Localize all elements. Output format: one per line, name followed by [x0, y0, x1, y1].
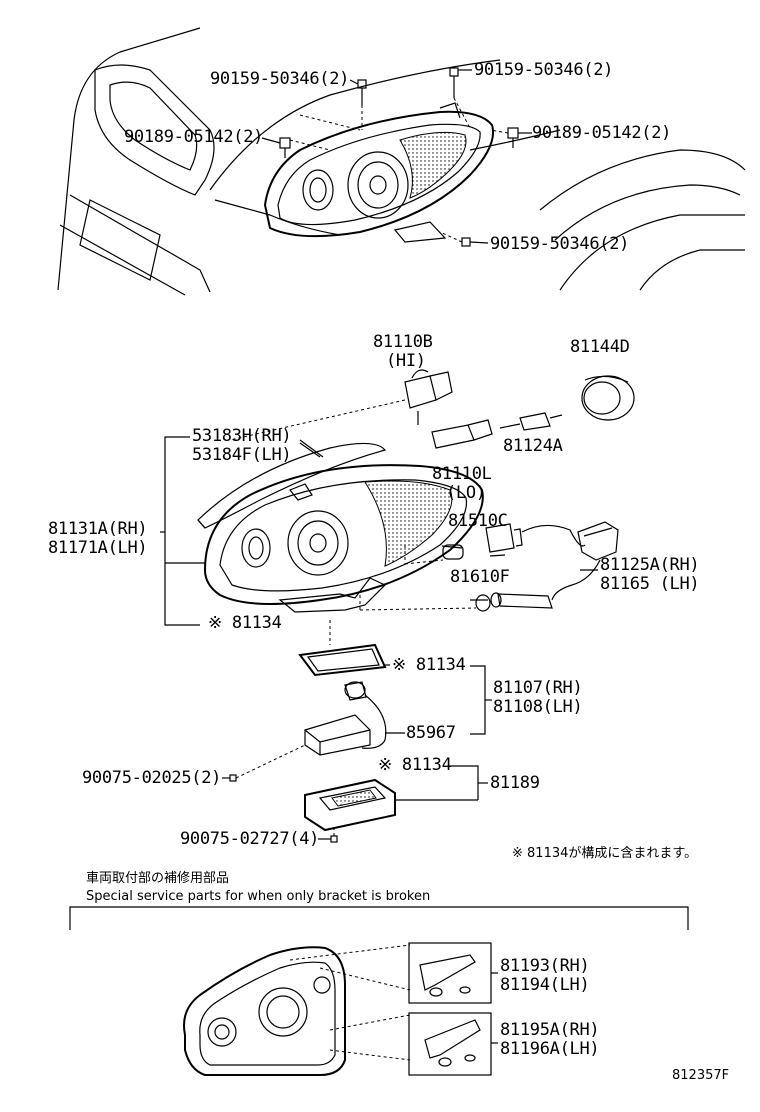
label-81110l-lo: (LO) — [446, 483, 486, 503]
section-title-jp: 車両取付部の補修用部品 — [86, 871, 230, 886]
label-81195a: 81195A(RH) — [500, 1020, 600, 1040]
label-81196a: 81196A(LH) — [500, 1039, 600, 1059]
vehicle-front-view — [57, 27, 746, 296]
diagram-code: 812357F — [672, 1068, 730, 1083]
label-53183h: 53183H(RH) — [192, 426, 292, 446]
label-81171a: 81171A(LH) — [48, 538, 148, 558]
label-90159-50346-top-left: 90159-50346(2) — [210, 69, 350, 89]
label-81108: 81108(LH) — [493, 697, 583, 717]
label-81610f: 81610F — [450, 567, 510, 587]
label-81165: 81165 (LH) — [600, 574, 700, 594]
label-81134-gasket: ※ 81134 — [392, 655, 466, 675]
label-85967: 85967 — [406, 723, 456, 743]
label-81193: 81193(RH) — [500, 956, 590, 976]
label-81131a: 81131A(RH) — [48, 519, 148, 539]
label-81134-housing: ※ 81134 — [208, 613, 282, 633]
label-81189: 81189 — [490, 773, 540, 793]
label-81110b-hi: (HI) — [386, 351, 426, 371]
label-81110l: 81110L — [432, 464, 492, 484]
label-81194: 81194(LH) — [500, 975, 590, 995]
label-53184f: 53184F(LH) — [192, 445, 292, 465]
label-90075-02727: 90075-02727(4) — [180, 829, 320, 849]
label-81107: 81107(RH) — [493, 678, 583, 698]
label-90189-05142-right: 90189-05142(2) — [532, 123, 672, 143]
footnote: ※ 81134が構成に含まれます。 — [512, 846, 698, 861]
service-section — [69, 906, 689, 1076]
label-90159-50346-bottom: 90159-50346(2) — [490, 234, 630, 254]
label-90075-02025: 90075-02025(2) — [82, 768, 222, 788]
label-81125a: 81125A(RH) — [600, 555, 700, 575]
label-90159-50346-top-right: 90159-50346(2) — [474, 60, 614, 80]
headlamp-assembly-exploded — [160, 369, 635, 843]
label-81510c: 81510C — [448, 511, 508, 531]
label-81110b: 81110B — [373, 332, 433, 352]
label-90189-05142-left: 90189-05142(2) — [124, 127, 264, 147]
label-81124a: 81124A — [503, 436, 563, 456]
label-81134-ballast: ※ 81134 — [378, 755, 452, 775]
section-title-en: Special service parts for when only brac… — [86, 889, 431, 904]
label-81144d: 81144D — [570, 337, 630, 357]
